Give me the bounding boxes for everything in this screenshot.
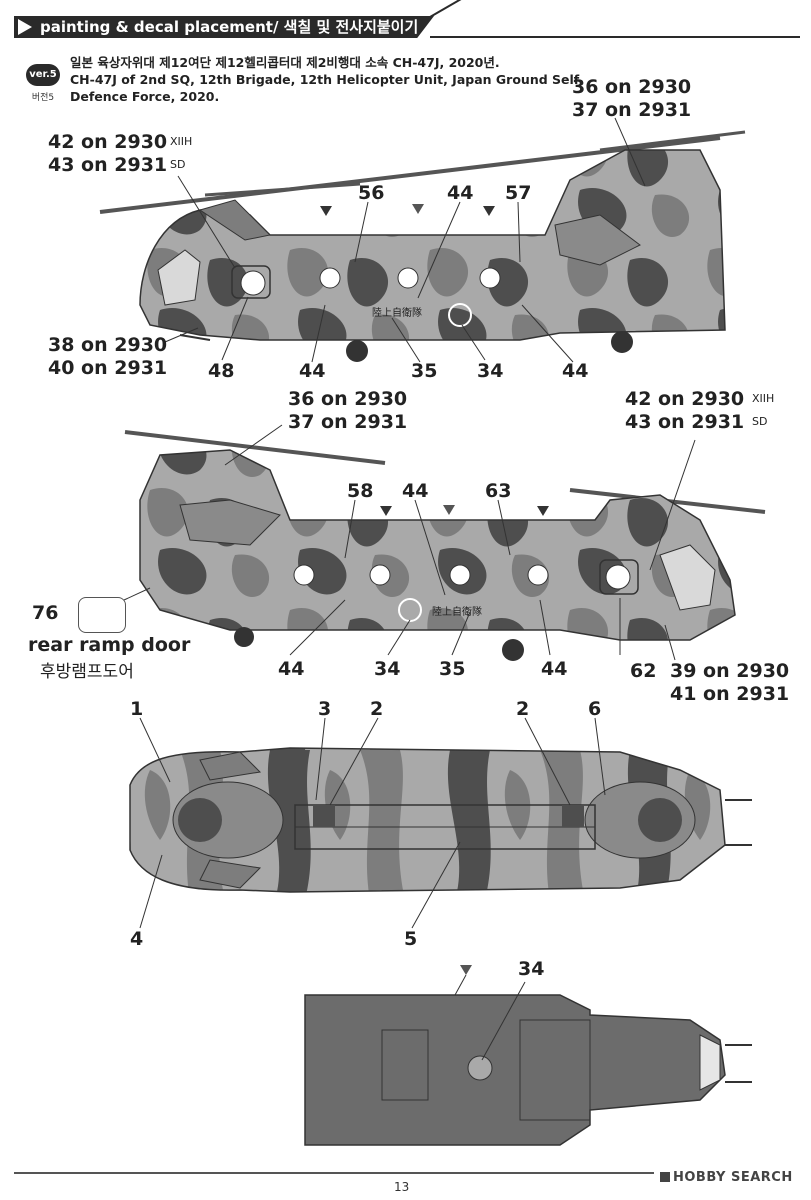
v2-label-76: 76: [32, 602, 59, 624]
watermark: HOBBY SEARCH: [660, 1170, 793, 1185]
v2-label-58: 58: [347, 480, 374, 502]
description-line-3: Defence Force, 2020.: [70, 89, 220, 104]
view-1-left-side: [99, 117, 746, 363]
v2-label-34: 34: [374, 658, 401, 680]
v2-code-xiih: XIIH: [752, 392, 775, 405]
v2-label-36-on-2930: 36 on 2930: [288, 388, 408, 410]
v1-label-56: 56: [358, 182, 385, 204]
ramp-door-swatch: [78, 597, 126, 633]
scheme-description: 일본 육상자위대 제12여단 제12헬리콥터대 제2비행대 소속 CH-47J,…: [70, 54, 579, 105]
v1-label-57: 57: [505, 182, 532, 204]
v2-label-44-a: 44: [278, 658, 305, 680]
v1-fuselage-text: 陸上自衛隊: [372, 308, 422, 319]
v2-label-39-on-2930: 39 on 2930: [670, 660, 790, 682]
v1-label-34: 34: [477, 360, 504, 382]
v2-label-44-top: 44: [402, 480, 429, 502]
view-3-top: [129, 717, 752, 929]
v1-label-35: 35: [411, 360, 438, 382]
v1-label-42-on-2930: 42 on 2930: [48, 131, 168, 153]
page-number: 13: [394, 1180, 410, 1194]
header-rule: [430, 36, 800, 38]
description-line-1: 일본 육상자위대 제12여단 제12헬리콥터대 제2비행대 소속 CH-47J,…: [70, 55, 500, 70]
header-title: painting & decal placement/ 색칠 및 전사지붙이기: [40, 18, 419, 36]
v1-label-44-a: 44: [299, 360, 326, 382]
v3-label-2-a: 2: [370, 698, 384, 720]
v3-label-1: 1: [130, 698, 144, 720]
v3-label-3: 3: [318, 698, 332, 720]
v2-label-62: 62: [630, 660, 657, 682]
view-4-bottom: [304, 965, 752, 1146]
v3-label-4: 4: [130, 928, 144, 950]
description-line-2: CH-47J of 2nd SQ, 12th Brigade, 12th Hel…: [70, 72, 580, 87]
v1-label-37-on-2931: 37 on 2931: [572, 99, 692, 121]
header-bar: [14, 16, 434, 38]
v1-label-44-top: 44: [447, 182, 474, 204]
v1-label-43-on-2931: 43 on 2931: [48, 154, 168, 176]
v1-label-44-b: 44: [562, 360, 589, 382]
watermark-logo-icon: [660, 1172, 670, 1182]
v2-ramp-label-ko: 후방램프도어: [40, 662, 134, 682]
v2-label-37-on-2931: 37 on 2931: [288, 411, 408, 433]
v2-fuselage-text: 陸上自衛隊: [432, 607, 482, 618]
v2-ramp-label-en: rear ramp door: [28, 634, 191, 656]
v1-code-xiih: XIIH: [170, 135, 193, 148]
v2-label-41-on-2931: 41 on 2931: [670, 683, 790, 705]
v2-label-63: 63: [485, 480, 512, 502]
header-arrow-icon: [18, 19, 32, 35]
v2-code-sd: SD: [752, 415, 768, 428]
footer-rule: [14, 1172, 654, 1174]
v1-code-sd: SD: [170, 158, 186, 171]
v2-label-42-on-2930: 42 on 2930: [625, 388, 745, 410]
v2-label-35: 35: [439, 658, 466, 680]
v1-label-36-on-2930: 36 on 2930: [572, 76, 692, 98]
v1-label-40-on-2931: 40 on 2931: [48, 357, 168, 379]
view-2-right-side: [123, 424, 766, 661]
v2-label-44-b: 44: [541, 658, 568, 680]
version-badge: ver.5: [26, 64, 60, 86]
v3-label-5: 5: [404, 928, 418, 950]
v3-label-2-b: 2: [516, 698, 530, 720]
v2-label-43-on-2931: 43 on 2931: [625, 411, 745, 433]
v4-label-34: 34: [518, 958, 545, 980]
v1-label-48: 48: [208, 360, 235, 382]
v3-label-6: 6: [588, 698, 602, 720]
watermark-text: HOBBY SEARCH: [673, 1170, 793, 1185]
v1-label-38-on-2930: 38 on 2930: [48, 334, 168, 356]
version-sub: 버전5: [31, 93, 55, 103]
